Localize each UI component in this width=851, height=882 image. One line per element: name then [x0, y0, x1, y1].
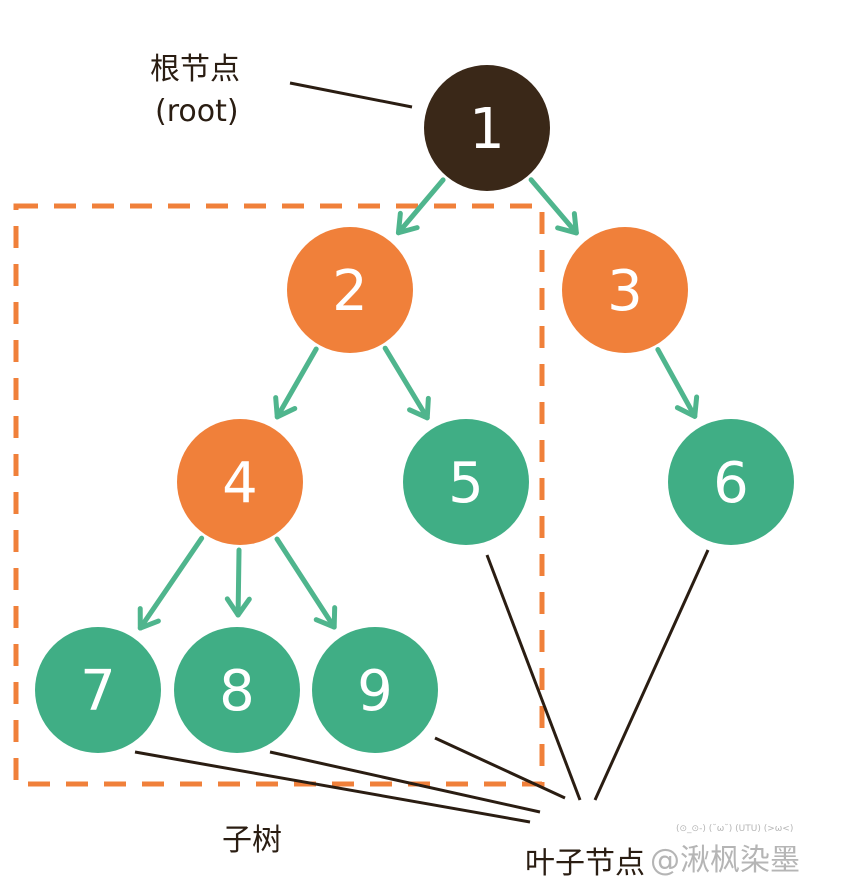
- node-circle: [174, 627, 300, 753]
- leaf-label: 叶子节点: [525, 846, 645, 881]
- leaf-pointer-line: [134, 750, 531, 824]
- edge-arrow-3-6: [655, 347, 700, 419]
- subtree-label: 子树: [222, 823, 282, 858]
- node-circle: [424, 65, 550, 191]
- tree-node-4: 4: [177, 419, 303, 545]
- watermark-text: @湫枫染墨: [650, 843, 800, 878]
- node-label: 3: [607, 259, 643, 324]
- node-circle: [177, 419, 303, 545]
- node-circle: [403, 419, 529, 545]
- edge-arrow-4-7: [137, 535, 205, 631]
- edge-arrow-2-4: [273, 346, 319, 420]
- tree-node-5: 5: [403, 419, 529, 545]
- edge-arrow-2-5: [382, 345, 431, 421]
- tree-node-6: 6: [668, 419, 794, 545]
- root-pointer-line: [289, 81, 413, 109]
- node-circle: [35, 627, 161, 753]
- node-circle: [287, 227, 413, 353]
- leaf-pointer-line: [434, 736, 566, 800]
- node-label: 6: [713, 451, 749, 516]
- watermark-emoticons: (⊙_⊙-) (˘ω˘) (UTU) (>ω<): [676, 824, 794, 834]
- root-label-cn: 根节点: [150, 52, 240, 87]
- leaf-pointer-line: [593, 549, 710, 801]
- node-label: 5: [448, 451, 484, 516]
- edge-arrow-1-3: [528, 177, 579, 236]
- tree-node-3: 3: [562, 227, 688, 353]
- root-label-en: (root): [155, 94, 239, 129]
- node-label: 8: [219, 659, 255, 724]
- node-label: 1: [469, 97, 505, 162]
- leaf-pointer-line: [269, 750, 541, 814]
- tree-node-2: 2: [287, 227, 413, 353]
- node-label: 2: [332, 259, 368, 324]
- node-label: 4: [222, 451, 258, 516]
- edge-arrow-4-8: [224, 547, 252, 618]
- edge-arrow-4-9: [274, 536, 338, 630]
- node-circle: [668, 419, 794, 545]
- node-label: 9: [357, 659, 393, 724]
- edge-arrow-1-2: [395, 177, 446, 236]
- node-circle: [312, 627, 438, 753]
- node-circle: [562, 227, 688, 353]
- tree-node-1: 1: [424, 65, 550, 191]
- node-label: 7: [80, 659, 116, 724]
- subtree-dashed-box: [13, 203, 545, 787]
- tree-node-7: 7: [35, 627, 161, 753]
- tree-node-9: 9: [312, 627, 438, 753]
- leaf-pointer-line: [485, 554, 582, 801]
- tree-node-8: 8: [174, 627, 300, 753]
